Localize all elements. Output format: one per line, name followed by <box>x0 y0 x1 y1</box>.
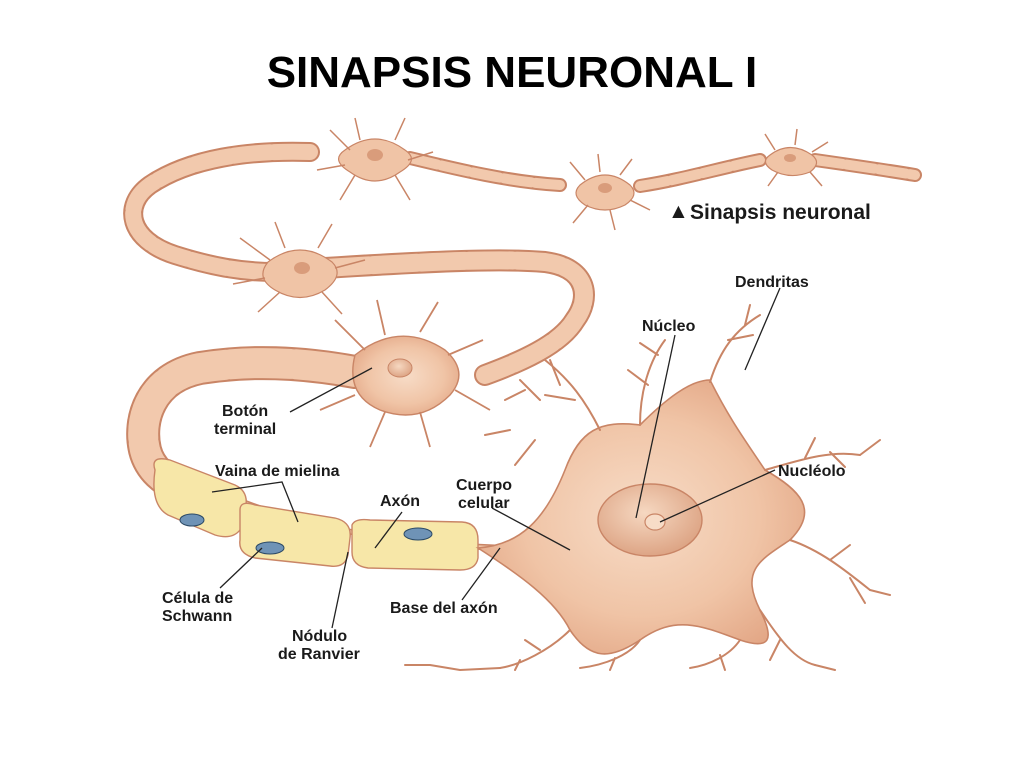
label-nodulo-line1: Nódulo <box>292 628 347 645</box>
label-boton-line2: terminal <box>214 421 276 438</box>
schwann-nucleus <box>403 527 433 541</box>
cell-body <box>475 379 806 655</box>
label-dendritas: Dendritas <box>735 274 809 291</box>
diagram-labels: ▲ Sinapsis neuronal Dendritas Núcleo Nuc… <box>162 200 871 663</box>
small-neuron-3 <box>764 128 829 187</box>
label-axon: Axón <box>380 493 420 510</box>
label-base-axon: Base del axón <box>390 600 498 617</box>
leader-lines <box>211 287 781 629</box>
small-neuron-4 <box>232 221 366 315</box>
myelin-sheath <box>153 458 479 571</box>
upper-axon-chain <box>123 141 922 505</box>
schwann-nucleus <box>179 513 205 527</box>
label-nodulo-line2: de Ranvier <box>278 646 360 663</box>
label-nucleo: Núcleo <box>642 318 696 335</box>
small-neuron-1 <box>316 117 434 201</box>
label-cuerpo-line2: celular <box>458 495 510 512</box>
label-boton-line1: Botón <box>222 403 268 420</box>
label-cuerpo-line1: Cuerpo <box>456 477 512 494</box>
nucleolus <box>644 513 666 531</box>
label-celula-line1: Célula de <box>162 590 233 607</box>
caption-sinapsis-neuronal: Sinapsis neuronal <box>690 201 871 224</box>
label-celula-line2: Schwann <box>162 608 232 625</box>
dendrites <box>404 304 891 671</box>
page-title: SINAPSIS NEURONAL I <box>266 48 758 97</box>
small-neuron-2 <box>569 153 651 231</box>
caption-marker: ▲ <box>668 200 689 223</box>
label-vaina-mielina: Vaina de mielina <box>215 463 340 480</box>
label-nucleolo: Nucléolo <box>778 463 846 480</box>
schwann-nucleus <box>255 541 285 555</box>
middle-neuron <box>319 299 491 448</box>
